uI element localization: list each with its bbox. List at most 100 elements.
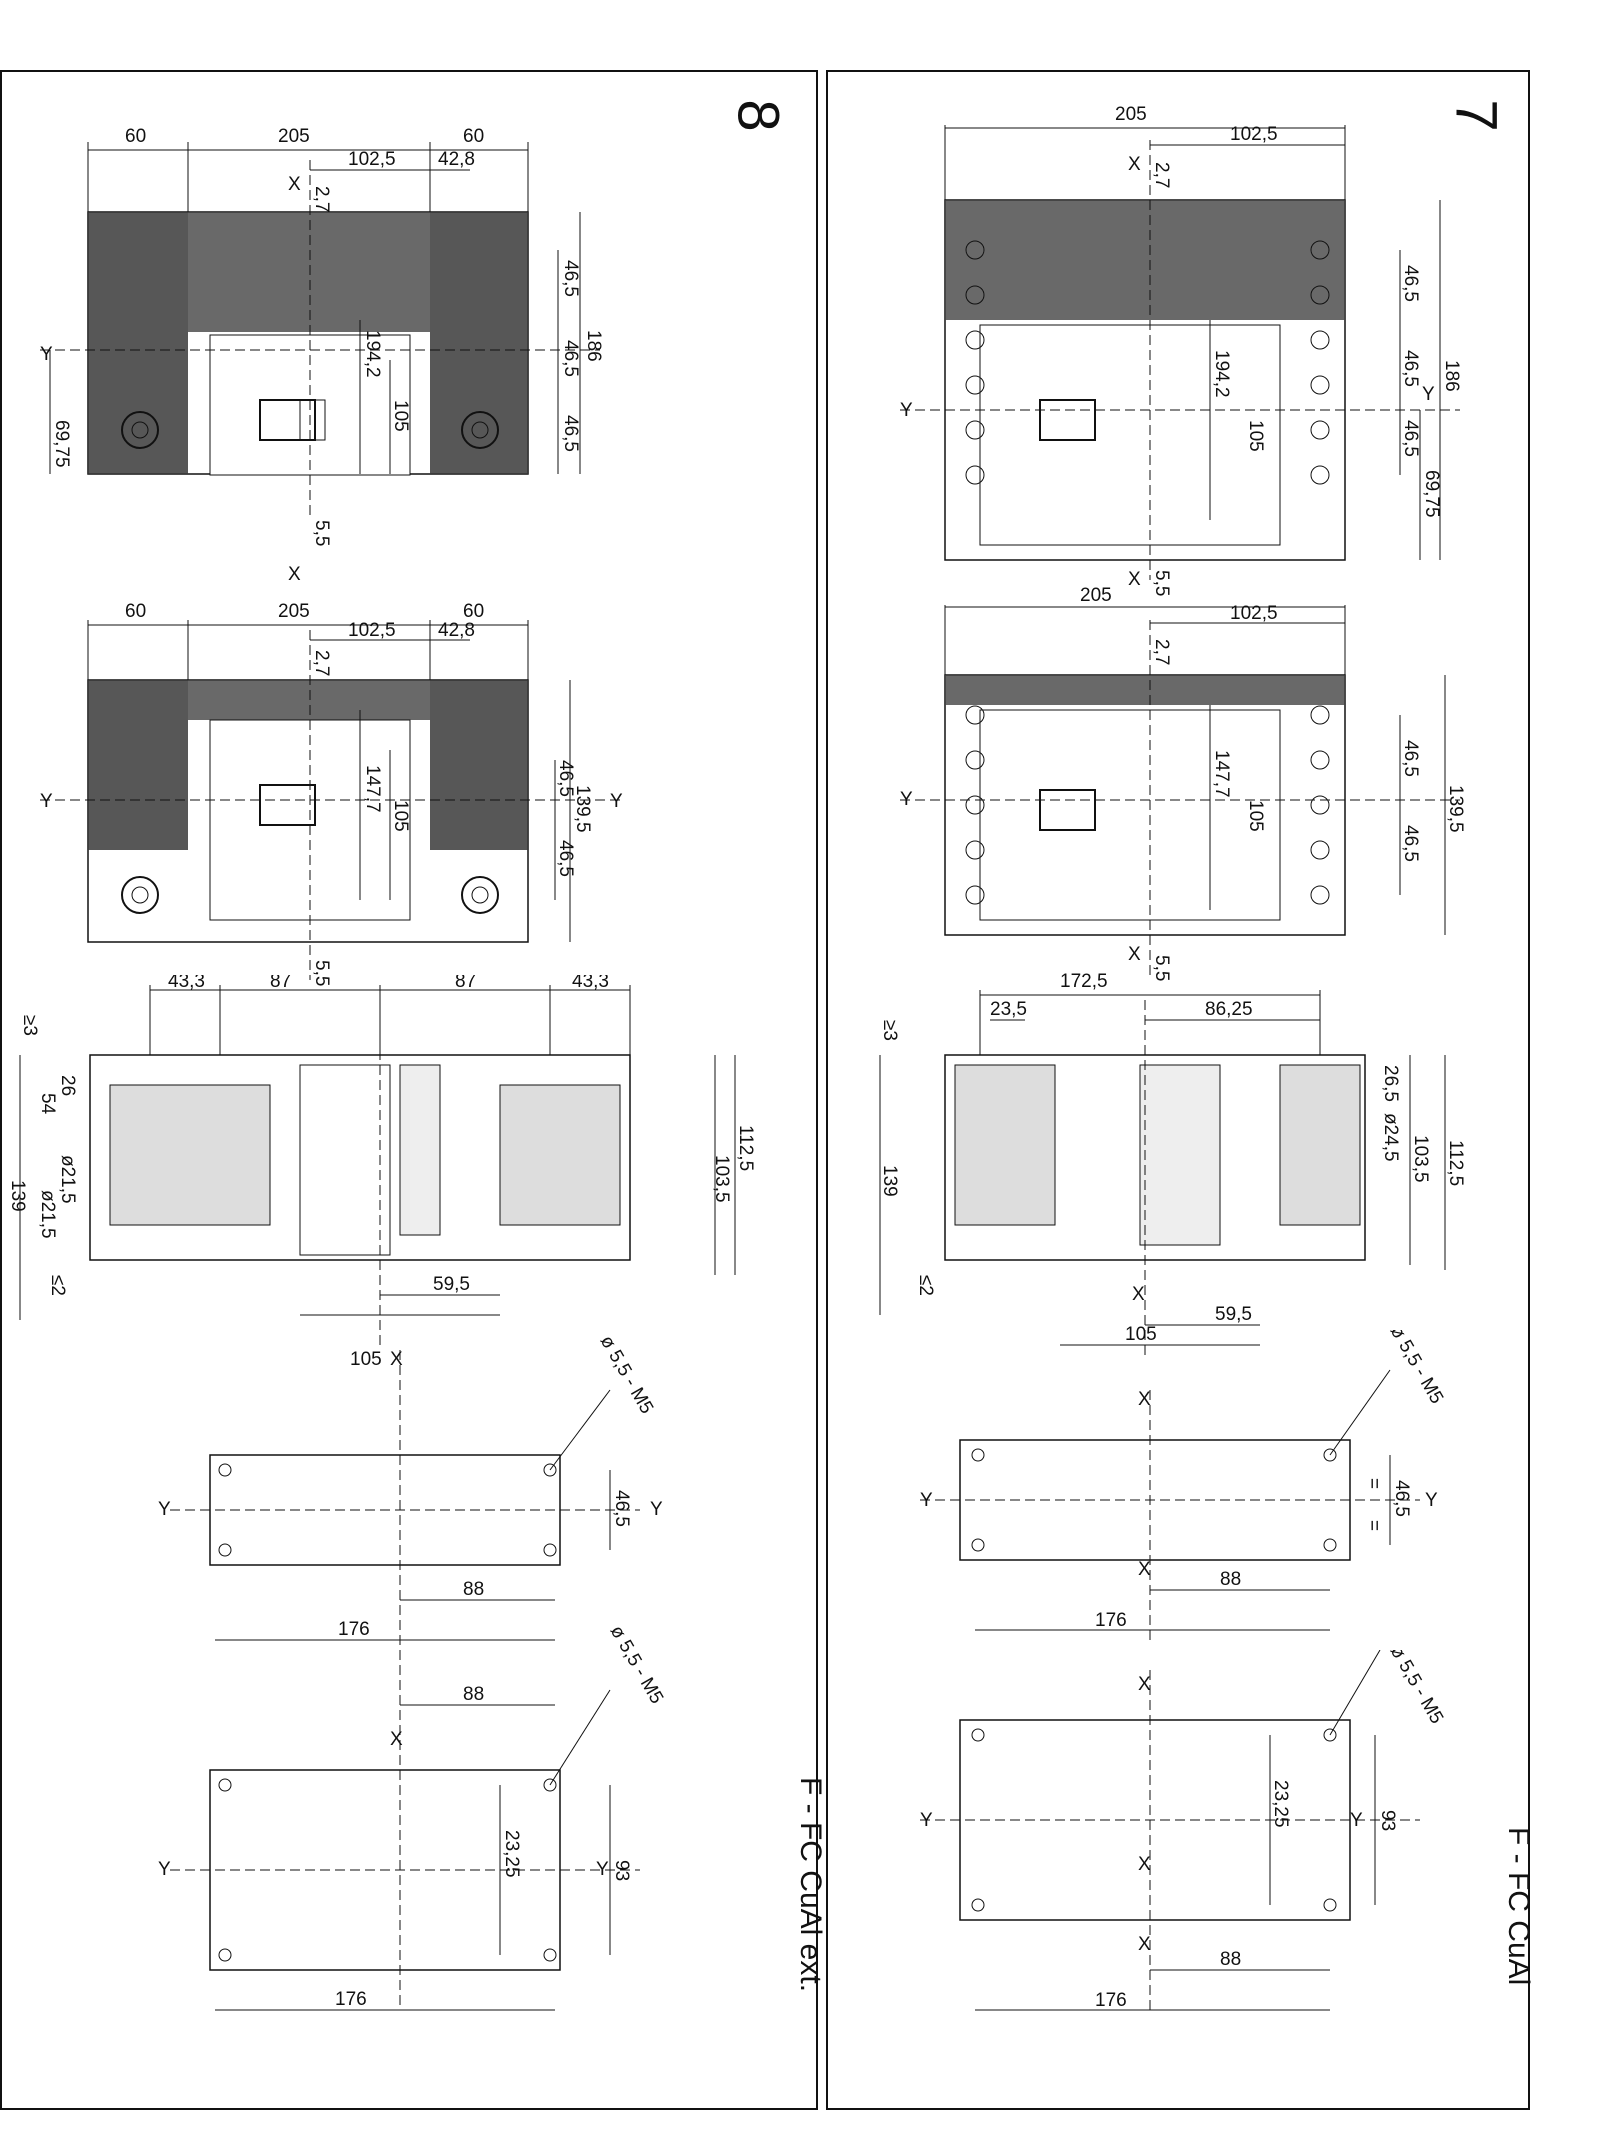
p7-drill2-axis-y2: Y	[1350, 1810, 1363, 1831]
p7-mid-dim-5-5: 5,5	[1151, 955, 1172, 981]
p8-mid-dim-139-5: 139,5	[572, 785, 593, 833]
panel-8-side-view: 43,3 87 87 43,3 ≥3 26 54 ø21,5 ø21,5 139…	[7, 975, 756, 1370]
p8-mid-dim-60a: 60	[125, 601, 146, 622]
p7-drill1-axis-y1: Y	[920, 1490, 933, 1511]
p7-mid-dim-2-7: 2,7	[1151, 639, 1172, 665]
panel-8-drilling-template-2: 88 ø 5,5 - M5 23,25 93 176 Y Y X	[158, 1622, 667, 2011]
p7-mid-dim-102-5: 102,5	[1230, 603, 1278, 624]
p7-side-23-5: 23,5	[990, 999, 1027, 1020]
p8-side-103-5: 103,5	[711, 1155, 732, 1203]
p8-side-d21-5a: ø21,5	[57, 1155, 78, 1204]
p8-drill1-axis-y1: Y	[158, 1499, 171, 1520]
p8-dim-5-5: 5,5	[311, 520, 332, 546]
p7-dim-2-7: 2,7	[1151, 162, 1172, 188]
p7-dim-46-5c: 46,5	[1400, 420, 1421, 457]
p7-axis-x1: X	[1128, 154, 1141, 175]
panel-7-side-view: 172,5 23,5 86,25 ≥3 26,5 ø24,5 103,5 112…	[879, 971, 1466, 1355]
p7-mid-dim-147-7: 147,7	[1211, 750, 1232, 798]
p7-axis-x2: X	[1128, 569, 1141, 590]
p7-side-26-5: 26,5	[1380, 1065, 1401, 1102]
p7-dim-69-75: 69,75	[1421, 470, 1442, 518]
p8-mid-dim-147-7: 147,7	[362, 765, 383, 813]
p7-drill1-axis-y2: Y	[1425, 1490, 1438, 1511]
p8-drill2-axis-y2: Y	[596, 1859, 609, 1880]
p8-dim-102-5: 102,5	[348, 149, 396, 170]
p8-mid-dim-5-5: 5,5	[311, 960, 332, 986]
p8-side-87b: 87	[455, 975, 476, 992]
p8-dim-194-2: 194,2	[362, 330, 383, 378]
panel-8-title: F - FC CuAl ext.	[794, 1777, 827, 1993]
p8-side-105: 105	[350, 1349, 382, 1370]
p8-axis-x2: X	[288, 564, 301, 585]
p8-drill2-axis-x1: X	[390, 1729, 403, 1750]
p7-mid-dim-205: 205	[1080, 585, 1112, 606]
p7-dim-105: 105	[1245, 420, 1266, 452]
p8-mid-dim-102-5: 102,5	[348, 620, 396, 641]
p8-drill2-axis-y1: Y	[158, 1859, 171, 1880]
p8-side-139: 139	[7, 1180, 28, 1212]
p7-mid-dim-46-5a: 46,5	[1400, 740, 1421, 777]
p7-mid-axis-x1: X	[1128, 944, 1141, 965]
panel-7-drilling-template-2: ø 5,5 - M5 23,25 93 88 176 Y Y X X X	[920, 1650, 1447, 2011]
p7-axis-y2: Y	[1422, 384, 1435, 405]
p8-drill2-93: 93	[611, 1860, 632, 1881]
p8-mid-dim-42-8: 42,8	[438, 620, 475, 641]
p7-dim-46-5a: 46,5	[1400, 265, 1421, 302]
panel-8-front-view-top: 60 205 60 102,5 42,8 2,7 46,5 46,5 46,5 …	[40, 126, 604, 585]
p8-drill1-176: 176	[338, 1619, 370, 1640]
p7-drill1-88: 88	[1220, 1569, 1241, 1590]
panel-7-front-view-mid: 205 102,5 2,7 46,5 46,5 139,5 147,7 105 …	[900, 585, 1466, 981]
p7-side-86-25: 86,25	[1205, 999, 1253, 1020]
p8-mid-dim-105: 105	[390, 800, 411, 832]
p8-drill1-axis-y2: Y	[650, 1499, 663, 1520]
p7-drill2-93: 93	[1377, 1810, 1398, 1831]
p8-mid-dim-46-5b: 46,5	[555, 840, 576, 877]
p8-side-43-3b: 43,3	[572, 975, 609, 992]
p7-dim-194-2: 194,2	[1211, 350, 1232, 398]
panel-8-drilling-template-1: ø 5,5 - M5 46,5 88 176 Y Y X	[158, 1332, 663, 1650]
p7-drill1-axis-x1: X	[1138, 1389, 1151, 1410]
p8-mid-dim-46-5a: 46,5	[555, 760, 576, 797]
p8-dim-69-75: 69,75	[51, 420, 72, 468]
p8-axis-y1: Y	[40, 344, 53, 365]
panel-8-frame	[0, 70, 818, 2110]
p7-mid-dim-139-5: 139,5	[1445, 785, 1466, 833]
p7-dim-46-5b: 46,5	[1400, 350, 1421, 387]
p7-side-112-5: 112,5	[1445, 1140, 1466, 1186]
p7-dim-205: 205	[1115, 104, 1147, 125]
p8-side-ge3: ≥3	[19, 1015, 40, 1036]
p8-drill1-88: 88	[463, 1579, 484, 1600]
p8-side-26: 26	[57, 1075, 78, 1096]
p7-side-172-5: 172,5	[1060, 971, 1108, 992]
p7-side-59-5: 59,5	[1215, 1304, 1252, 1325]
p7-drill2-hole: ø 5,5 - M5	[1386, 1650, 1447, 1727]
p7-dim-5-5: 5,5	[1151, 570, 1172, 596]
panel-7-drilling-template-1: ø 5,5 - M5 = = 46,5 88 176 Y Y X X	[920, 1330, 1447, 1640]
p8-side-le2: ≤2	[47, 1275, 68, 1296]
p7-drill1-eq2: =	[1363, 1520, 1384, 1531]
p7-drill2-88: 88	[1220, 1949, 1241, 1970]
p7-axis-y1: Y	[900, 400, 913, 421]
p7-drill1-46-5: 46,5	[1391, 1480, 1412, 1517]
p7-side-139: 139	[879, 1165, 900, 1197]
p7-side-103-5: 103,5	[1410, 1135, 1431, 1183]
p7-drill2-176: 176	[1095, 1990, 1127, 2011]
p8-drill2-hole: ø 5,5 - M5	[606, 1622, 667, 1707]
p7-side-105: 105	[1125, 1324, 1157, 1345]
p8-dim-205: 205	[278, 126, 310, 147]
p7-drill2-axis-x2: X	[1138, 1854, 1151, 1875]
panel-8-front-view-mid: 60 205 60 102,5 42,8 2,7 46,5 46,5 139,5…	[40, 601, 623, 986]
p8-side-d21-5b: ø21,5	[37, 1190, 58, 1239]
p7-dim-186: 186	[1441, 360, 1462, 392]
p7-drill2-23-25: 23,25	[1270, 1780, 1291, 1828]
p8-mid-dim-2-7: 2,7	[311, 650, 332, 676]
p8-drill1-axis-x1: X	[390, 1349, 403, 1370]
p8-axis-x1: X	[288, 174, 301, 195]
p7-side-le2: ≤2	[915, 1275, 936, 1296]
p7-drill1-hole: ø 5,5 - M5	[1386, 1330, 1447, 1407]
p8-dim-46-5b: 46,5	[560, 340, 581, 377]
p8-mid-axis-y2: Y	[610, 791, 623, 812]
p8-side-54: 54	[37, 1093, 58, 1115]
p8-dim-2-7: 2,7	[311, 186, 332, 212]
